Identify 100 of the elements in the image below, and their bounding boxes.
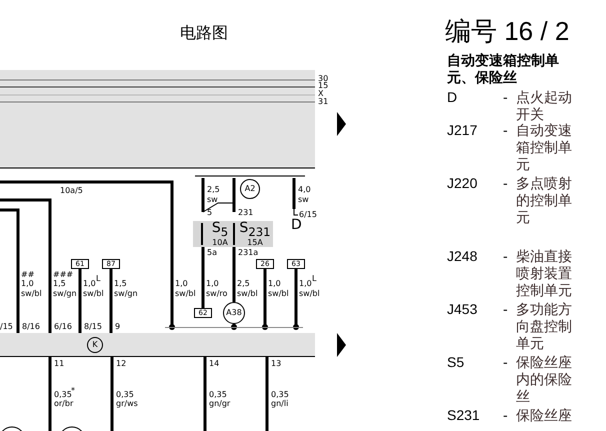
dash: - xyxy=(503,123,508,137)
control-unit-band xyxy=(0,333,315,357)
component-circle xyxy=(223,302,245,324)
wire-color: sw/bl xyxy=(299,290,320,298)
wire xyxy=(204,357,206,431)
terminal-number: 6/16 xyxy=(54,323,72,331)
component-description: 保险丝座内的保险丝 xyxy=(516,355,573,406)
component-code: S231 xyxy=(447,408,480,422)
component-description: 柴油直接喷射装置控制单元 xyxy=(516,249,573,300)
component-description: 多功能方向盘控制单元 xyxy=(516,302,573,353)
wire-size: 1,0 xyxy=(175,280,188,288)
wire xyxy=(266,357,268,431)
wire-size: 1,0 xyxy=(206,280,219,288)
wire-size: 1,0 xyxy=(299,280,312,288)
wire-size: 1,5 xyxy=(114,280,127,288)
wire-color: sw/ro xyxy=(206,290,228,298)
terminal-number: 13 xyxy=(271,360,282,368)
wire-color: or/br xyxy=(54,400,74,408)
wire-color: sw xyxy=(298,196,309,204)
wire-color: gn/li xyxy=(271,400,288,408)
fuse-label: S$_{231}$ xyxy=(239,221,271,239)
wire-color: sw xyxy=(207,196,218,204)
wire-size: 1,0 xyxy=(268,280,281,288)
component-code: D xyxy=(447,90,458,104)
connector-box xyxy=(102,259,120,269)
component-label: A2 xyxy=(244,185,256,193)
terminal-number: 5 xyxy=(207,209,212,217)
rail-label: 30 xyxy=(318,75,328,83)
wire-color: sw/bl xyxy=(237,290,258,298)
terminal-number: 14 xyxy=(209,360,220,368)
component-code: J453 xyxy=(447,302,478,316)
title: 电路图 xyxy=(180,25,228,41)
component-label: A38 xyxy=(226,309,242,317)
terminal-number: 8/15 xyxy=(84,323,102,331)
wire-note-mark: L xyxy=(312,275,316,283)
fuse-holder xyxy=(193,221,273,247)
component-code: D xyxy=(291,218,302,232)
wire-color: sw/bl xyxy=(268,290,289,298)
component-symbol: K xyxy=(87,336,103,352)
dash: - xyxy=(503,176,508,190)
wire xyxy=(110,269,112,333)
dash: - xyxy=(503,249,508,263)
wire-size: 0,35 xyxy=(116,391,134,399)
fuse-rating: 15A xyxy=(247,238,263,247)
fuse-label: S$_{5}$ xyxy=(212,221,228,239)
wire xyxy=(0,198,52,333)
connector-box xyxy=(194,308,212,318)
wire xyxy=(78,269,82,333)
component-circle xyxy=(240,179,260,199)
connector-box xyxy=(256,259,274,269)
wire-color: sw/bl xyxy=(83,290,104,298)
wire xyxy=(262,269,268,330)
component-description: 多点喷射的控制单元 xyxy=(516,176,573,227)
wire xyxy=(0,208,20,333)
component-code: S5 xyxy=(447,355,464,369)
terminal-number: 9 xyxy=(115,323,120,331)
wire xyxy=(0,180,175,330)
wire-size: 0,35 xyxy=(54,391,72,399)
rail-label: 15 xyxy=(318,82,328,90)
section-heading: 自动变速箱控制单元、保险丝 xyxy=(447,53,560,87)
wire xyxy=(232,245,236,302)
terminal-number: 6/15 xyxy=(299,211,317,219)
dash: - xyxy=(503,408,508,422)
wire-color: sw/bl xyxy=(21,290,42,298)
connector-box xyxy=(287,259,305,269)
page-number: 编号 16 / 2 xyxy=(445,18,570,44)
wire xyxy=(110,357,114,431)
terminal-number: 5a xyxy=(207,249,217,257)
rail-label: X xyxy=(318,90,324,98)
terminal-number: /15 xyxy=(0,323,13,331)
terminal-number: 8/16 xyxy=(22,323,40,331)
wire-size: 0,35 xyxy=(271,391,289,399)
component-description: 点火起动开关 xyxy=(516,90,573,123)
wire-color: gr/ws xyxy=(116,400,138,408)
wire-note-mark: ## xyxy=(21,271,34,279)
wire xyxy=(48,357,52,431)
component-code: J248 xyxy=(447,249,478,263)
component-code: J217 xyxy=(447,123,478,137)
wire-size: 4,0 xyxy=(298,186,311,194)
terminal-number: 231a xyxy=(238,249,258,257)
rail-label: 31 xyxy=(318,98,328,106)
terminal-number: 12 xyxy=(116,360,126,368)
wire xyxy=(231,324,237,330)
wire-size: 1,0 xyxy=(21,280,34,288)
dash: - xyxy=(503,302,508,316)
wire-size: 1,0 xyxy=(83,280,96,288)
wire-size: 0,35 xyxy=(209,391,227,399)
wire-color: sw/gn xyxy=(114,290,138,298)
terminal-number: 231 xyxy=(238,209,254,217)
wire-color: sw/bl xyxy=(175,290,196,298)
wire-color: sw/gn xyxy=(53,290,77,298)
fuse-rating: 10A xyxy=(212,238,228,247)
component-description: 自动变速箱控制单元 xyxy=(516,123,573,174)
component-description: 保险丝座 xyxy=(516,408,573,425)
wire-size: 1,5 xyxy=(53,280,66,288)
wire-note-mark: * xyxy=(71,387,75,395)
wire xyxy=(293,269,299,330)
fuse xyxy=(233,223,271,245)
wire-size: 2,5 xyxy=(207,186,220,194)
dash: - xyxy=(503,90,508,104)
